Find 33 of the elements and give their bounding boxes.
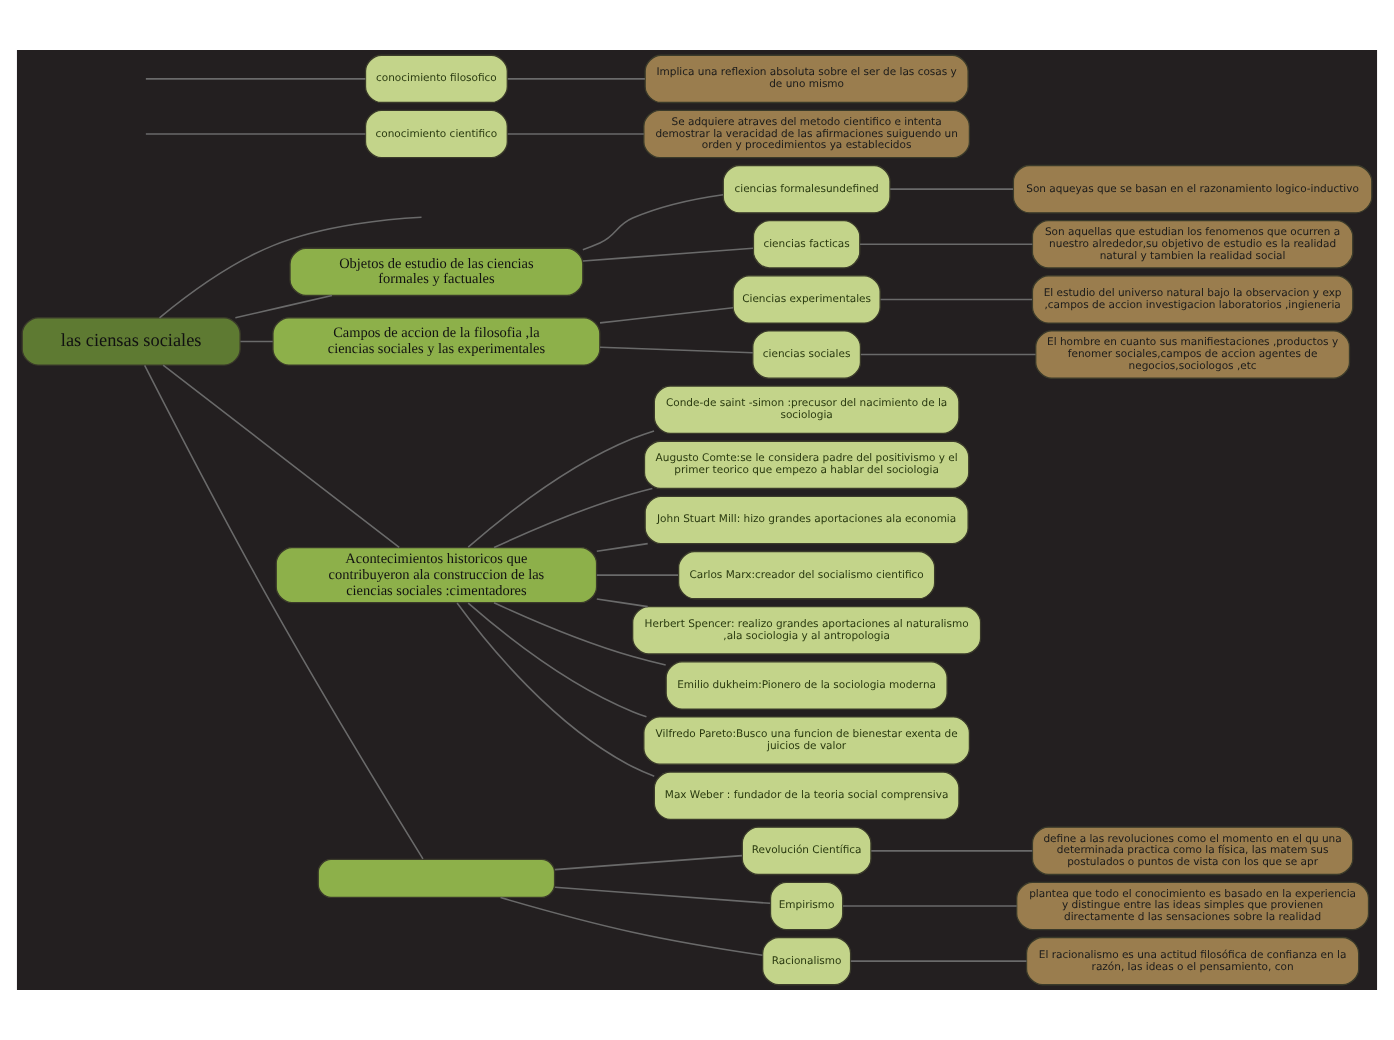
connector: [889, 188, 1014, 190]
connector: [582, 247, 754, 262]
connector: [143, 364, 424, 860]
connector: [860, 353, 1037, 356]
connector: [234, 294, 333, 319]
connector: [506, 78, 646, 80]
connector: [859, 243, 1034, 246]
connector: [554, 854, 743, 871]
connector: [158, 216, 423, 319]
node-box: [317, 858, 556, 899]
connector: [456, 602, 656, 777]
connector: [582, 193, 724, 251]
connector: [499, 896, 764, 956]
connector: [596, 574, 679, 576]
connector: [599, 306, 734, 324]
connector: [145, 78, 367, 80]
connector: [493, 487, 654, 549]
connector: [842, 905, 1018, 907]
connector: [879, 298, 1033, 301]
connector: [467, 430, 655, 548]
connector: [596, 542, 649, 553]
connector: [596, 598, 649, 608]
connector: [239, 340, 274, 343]
connector: [162, 364, 400, 549]
connector: [467, 602, 648, 718]
connector: [870, 850, 1034, 852]
connector: [145, 133, 367, 135]
node-box: las ciensas sociales: [21, 317, 241, 366]
connector: [554, 886, 771, 905]
connector: [850, 960, 1028, 962]
connector: [493, 601, 667, 666]
connector: [506, 133, 645, 135]
connector: [599, 346, 754, 354]
